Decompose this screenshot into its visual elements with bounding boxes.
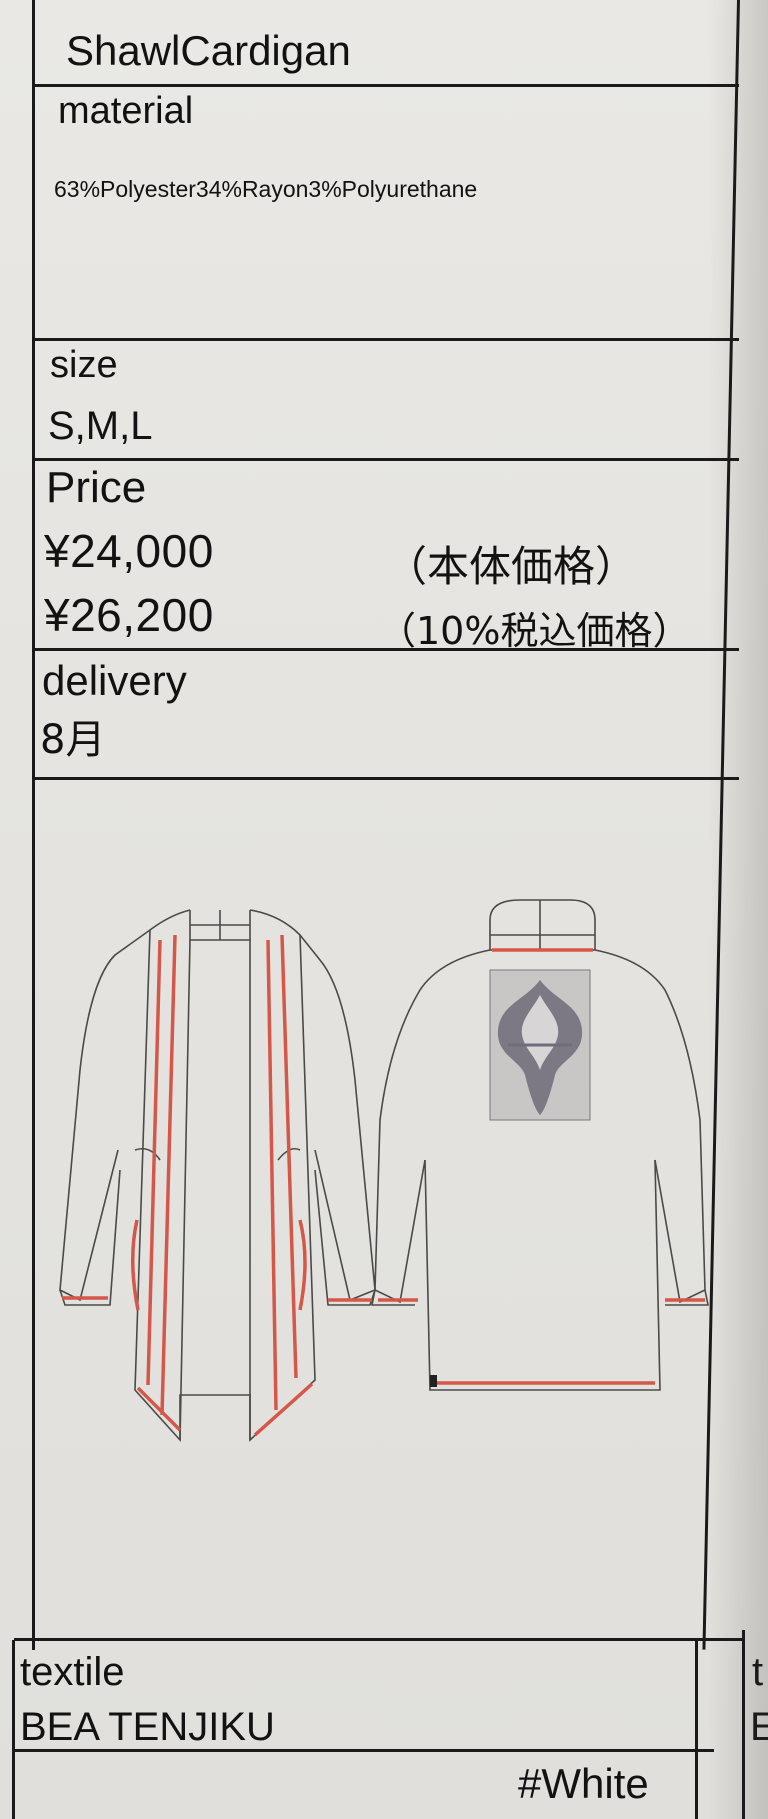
divider-size xyxy=(34,458,739,461)
left-border-lower xyxy=(12,1640,15,1819)
textile-label: textile xyxy=(20,1650,125,1694)
material-label: material xyxy=(58,90,194,132)
delivery-label: delivery xyxy=(42,657,187,704)
back-print-graphic xyxy=(489,969,591,1121)
neighbor-border xyxy=(742,1630,745,1819)
garment-sketch xyxy=(59,899,709,1443)
size-label: size xyxy=(50,344,118,386)
divider-textile-bottom xyxy=(14,1749,714,1752)
textile-value: BEA TENJIKU xyxy=(20,1705,275,1749)
divider-delivery xyxy=(34,777,739,780)
neighbor-textile-fragment: t xyxy=(752,1650,764,1694)
divider-textile xyxy=(14,1638,742,1641)
divider-price xyxy=(34,648,739,651)
price-base: ¥24,000 xyxy=(44,525,214,577)
material-value: 63%Polyester34%Rayon3%Polyurethane xyxy=(54,176,478,202)
divider-material xyxy=(34,338,739,341)
back-tag-icon xyxy=(430,1375,437,1387)
price-label: Price xyxy=(46,463,147,512)
style-value: ShawlCardigan xyxy=(66,27,351,74)
left-border xyxy=(32,0,35,1650)
front-view-drawing xyxy=(59,909,376,1443)
color-value: #White xyxy=(518,1760,649,1807)
price-tax-note: （10%税込価格） xyxy=(378,609,691,653)
right-border-lower xyxy=(695,1640,698,1819)
back-view-trim xyxy=(378,948,705,1385)
delivery-value: 8月 xyxy=(40,717,106,763)
neighbor-value-fragment: E xyxy=(750,1705,768,1749)
front-view-trim xyxy=(62,934,372,1437)
price-tax-incl: ¥26,200 xyxy=(44,589,214,641)
divider-style xyxy=(34,84,739,87)
price-base-note: （本体価格） xyxy=(385,542,638,591)
back-view-drawing xyxy=(371,899,709,1391)
size-value: S,M,L xyxy=(48,404,153,448)
